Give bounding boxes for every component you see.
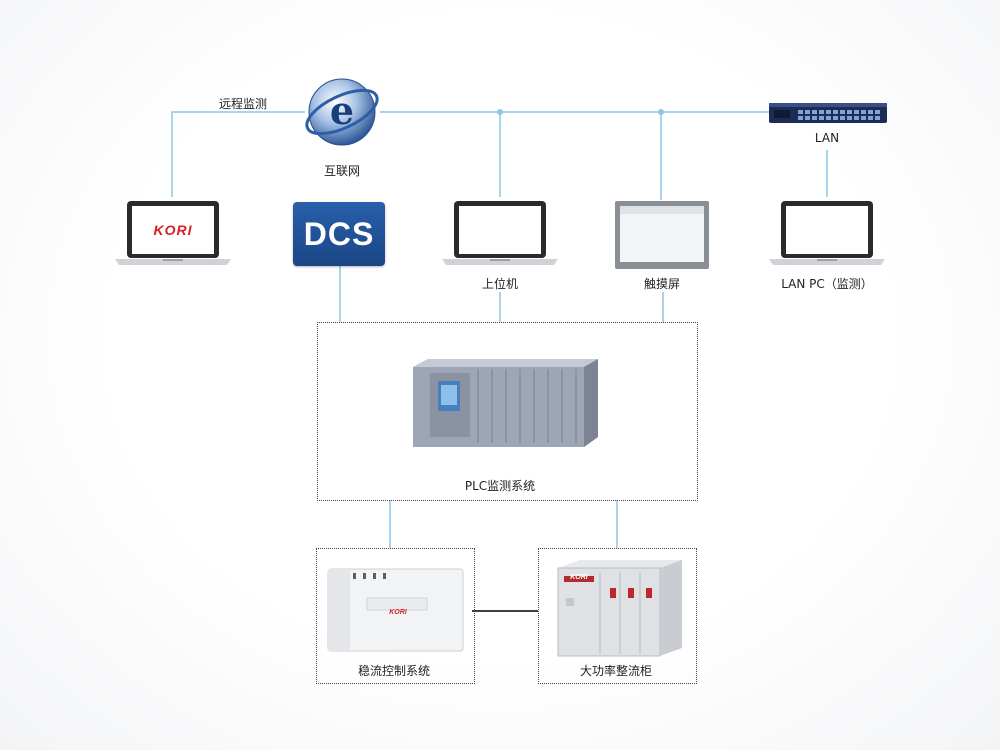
bus-junction-dot [497, 109, 503, 115]
kori-logo: KORI [570, 574, 588, 581]
lan-label: LAN [814, 131, 840, 145]
plc-rack [408, 355, 603, 450]
remote-monitor-label: 远程监测 [218, 97, 268, 111]
plc-system-label: PLC监测系统 [464, 479, 536, 493]
dcs-logo: DCS [293, 202, 385, 266]
steady-control-box [316, 548, 475, 684]
steady-control-label: 稳流控制系统 [357, 664, 431, 678]
rectifier-cabinet-icon [557, 560, 682, 657]
rectifier-cabinet [550, 558, 685, 658]
host-pc [440, 198, 560, 268]
plc-system-box [317, 322, 698, 501]
lan-pc-label: LAN PC（监测） [781, 277, 873, 291]
rectifier-box [538, 548, 697, 684]
laptop-icon [769, 201, 885, 265]
host-pc-label: 上位机 [481, 277, 519, 291]
kori-logo: KORI [389, 609, 407, 616]
laptop-icon [442, 201, 558, 265]
svg-text:e: e [330, 88, 354, 133]
network-switch [768, 99, 888, 127]
internet-label: 互联网 [323, 164, 361, 178]
kori-logo: KORI [153, 222, 193, 238]
remote-laptop [113, 198, 233, 268]
control-box-icon [327, 568, 464, 652]
plc-rack-icon [413, 359, 598, 447]
network-switch-icon [769, 103, 887, 123]
internet-node: e [302, 72, 382, 152]
touch-screen-label: 触摸屏 [643, 277, 681, 291]
rectifier-label: 大功率整流柜 [579, 664, 653, 678]
ie-globe-icon: e [305, 78, 379, 146]
touch-screen [614, 200, 710, 270]
internet-bus-line [171, 111, 305, 197]
bus-junction-dot [658, 109, 664, 115]
laptop-icon [115, 201, 231, 265]
control-cabinet [327, 568, 464, 652]
touch-panel-icon [615, 201, 709, 269]
lan-pc [767, 198, 887, 268]
